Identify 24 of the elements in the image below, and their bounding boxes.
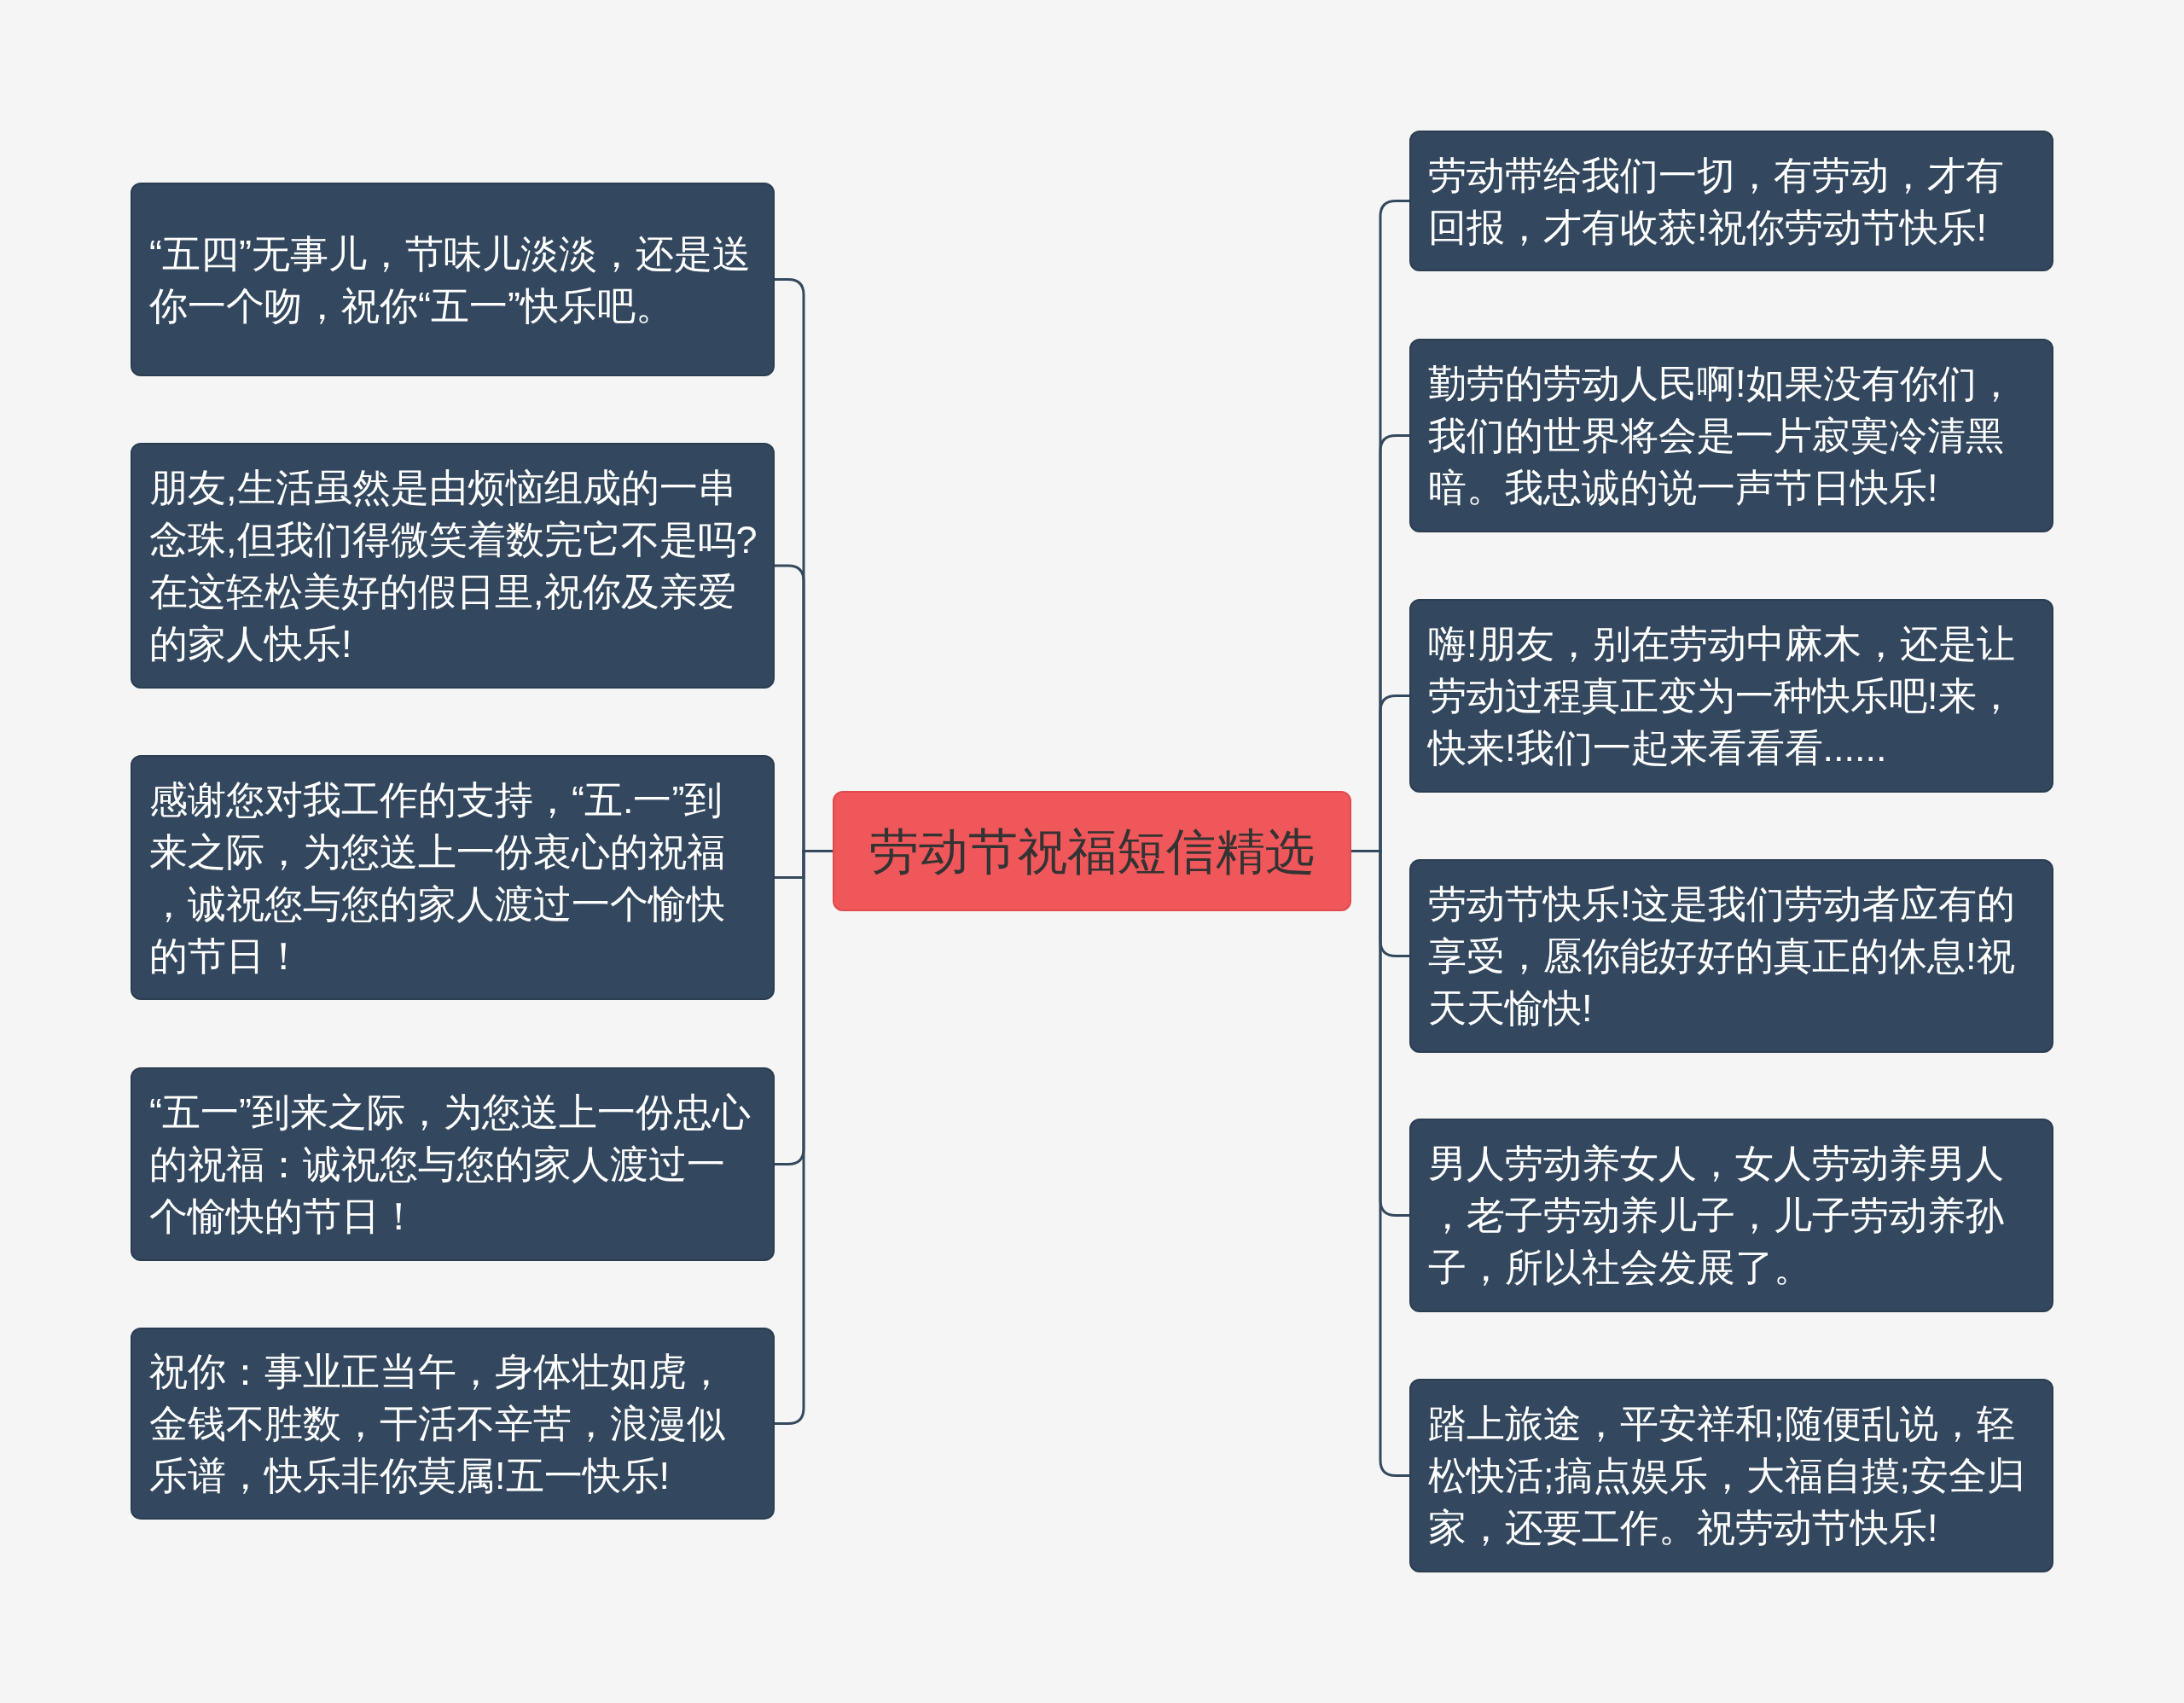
message-box [1409,599,2053,793]
message-text: 嗨!朋友，别在劳动中麻木，还是让劳动过程真正变为一种快乐吧!来，快来!我们一起来看看看...... [1428,621,2016,771]
message-box [1409,1119,2053,1312]
message-text: 男人劳动养女人，女人劳动养男人，老子劳动养儿子，儿子劳动养孙子，所以社会发展了。 [1428,1141,2005,1291]
topic-text: 劳动节祝福短信精选 [869,822,1315,881]
message-box [131,443,775,689]
message-text: 劳动带给我们一切，有劳动，才有回报，才有收获!祝你劳动节快乐! [1428,152,2005,251]
message-text: 勤劳的劳动人民啊!如果没有你们，我们的世界将会是一片寂寞冷清黑暗。我忠诚的说一声节日快乐! [1428,361,2016,511]
message-text: 劳动节快乐!这是我们劳动者应有的享受，愿你能好好的真正的休息!祝天天愉快! [1428,881,2016,1032]
message-box [1409,859,2053,1053]
message-text: 祝你：事业正当午，身体壮如虎，金钱不胜数，干活不辛苦，浪漫似乐谱，快乐非你莫属!五一快乐! [149,1349,726,1499]
message-text: “五四”无事儿，节味儿淡淡，还是送你一个吻，祝你“五一”快乐吧。 [149,230,752,329]
message-box [1409,1379,2053,1572]
message-box [131,183,775,376]
message-box [131,1067,775,1261]
message-box [131,755,775,1000]
message-box [1409,339,2053,532]
message-text: 朋友,生活虽然是由烦恼组成的一串念珠,但我们得微笑着数完它不是吗?在这轻松美好的假日里,祝你及亲爱的家人快乐! [149,465,758,667]
message-box [131,1328,775,1520]
message-text: “五一”到来之际，为您送上一份忠心的祝福：诚祝您与您的家人渡过一个愉快的节日！ [149,1090,752,1240]
message-text: 踏上旅途，平安祥和;随便乱说，轻松快活;搞点娱乐，大福自摸;安全归家，还要工作。祝劳动节快乐! [1428,1401,2026,1551]
central-topic-box [833,791,1351,911]
message-box [1409,131,2053,271]
message-text: 感谢您对我工作的支持，“五.一”到来之际，为您送上一份衷心的祝福，诚祝您与您的家人渡过一个愉快的节日！ [149,776,726,979]
